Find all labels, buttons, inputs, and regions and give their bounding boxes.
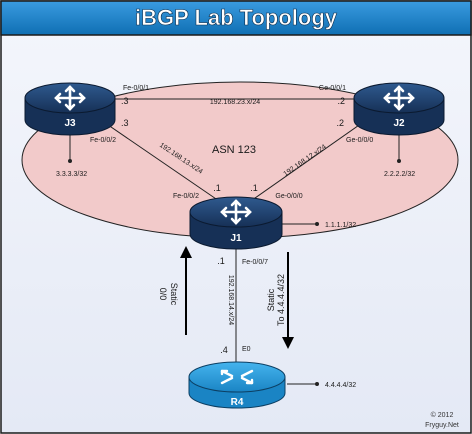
cisco-router-icon — [220, 369, 254, 385]
router-j2[interactable]: J2 — [353, 82, 445, 136]
router-j1[interactable]: J1 — [189, 196, 283, 250]
subnet-23: 192.168.23.x/24 — [210, 99, 260, 106]
title: iBGP Lab Topology — [135, 5, 338, 30]
octet-j2-diag: .2 — [336, 118, 344, 128]
router-j3[interactable]: J3 — [24, 82, 116, 136]
octet-r4: .4 — [220, 345, 228, 355]
iface-r4-e0: E0 — [242, 346, 251, 353]
credit-year: © 2012 — [431, 411, 454, 419]
octet-j1-left: .1 — [213, 183, 221, 193]
asn-label: ASN 123 — [212, 144, 256, 156]
iface-j2-ge001: Ge-0/0/1 — [319, 85, 346, 92]
loopback-j2: 2.2.2.2/32 — [384, 171, 415, 178]
iface-j1-ge000: Ge-0/0/0 — [275, 193, 302, 200]
loopback-j3: 3.3.3.3/32 — [56, 171, 87, 178]
static-left-line1: Static — [169, 283, 179, 306]
iface-j1-fe007: Fe-0/0/7 — [242, 259, 268, 266]
loopback-dot-j1 — [315, 222, 319, 226]
octet-j2-top: .2 — [337, 96, 345, 106]
loopback-dot-j3 — [68, 159, 72, 163]
static-right-line1: Static — [266, 288, 276, 311]
iface-j3-fe001: Fe-0/0/1 — [123, 85, 149, 92]
link-j3-j1 — [94, 115, 223, 204]
router-name: J1 — [230, 233, 242, 244]
static-left-line2: 0/0 — [158, 288, 168, 301]
loopback-dot-r4 — [315, 382, 319, 386]
router-name: J3 — [64, 118, 76, 129]
loopback-dot-j2 — [397, 159, 401, 163]
credit-site: Fryguy.Net — [425, 422, 459, 429]
loopback-r4: 4.4.4.4/32 — [325, 382, 356, 389]
loopback-j1: 1.1.1.1/32 — [325, 222, 356, 229]
iface-j1-fe002: Fe-0/0/2 — [173, 193, 199, 200]
link-j2-j1 — [247, 115, 373, 204]
router-r4[interactable]: R4 — [188, 361, 286, 409]
router-name: R4 — [231, 397, 244, 408]
octet-j3-top: .3 — [121, 96, 129, 106]
iface-j3-fe002: Fe-0/0/2 — [90, 137, 116, 144]
octet-j1-bottom: .1 — [217, 256, 225, 266]
octet-j3-diag: .3 — [121, 118, 129, 128]
title-bar — [0, 0, 472, 36]
juniper-router-icon — [220, 199, 252, 225]
subnet-14: 192.168.14.x/24 — [227, 275, 234, 325]
router-name: J2 — [393, 118, 405, 129]
iface-j2-ge000: Ge-0/0/0 — [346, 137, 373, 144]
static-right-line2: To 4.4.4.4/32 — [276, 274, 286, 326]
juniper-router-icon — [383, 85, 415, 111]
octet-j1-right: .1 — [250, 183, 258, 193]
juniper-router-icon — [54, 85, 86, 111]
